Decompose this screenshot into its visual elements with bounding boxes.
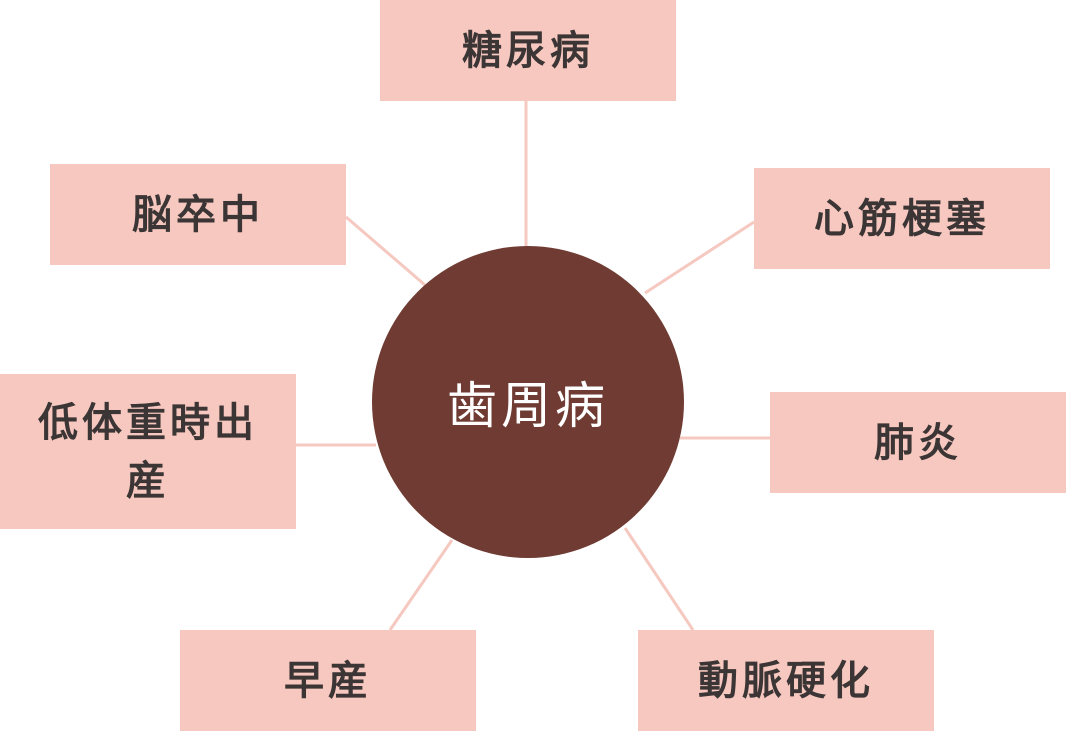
node-label: 早産 xyxy=(284,656,372,704)
node-label: 糖尿病 xyxy=(462,26,594,74)
connector-myocardial-infarction xyxy=(644,220,755,295)
node-label: 脳卒中 xyxy=(132,190,264,238)
connector-arteriosclerosis xyxy=(623,527,695,631)
center-node-periodontal-disease: 歯周病 xyxy=(372,246,684,558)
node-label: 心筋梗塞 xyxy=(814,194,990,242)
node-diabetes: 糖尿病 xyxy=(380,0,676,101)
node-label: 動脈硬化 xyxy=(698,656,874,704)
node-label: 肺炎 xyxy=(874,418,962,466)
node-low-birth-weight: 低体重時出産 xyxy=(0,374,296,529)
node-stroke: 脳卒中 xyxy=(50,164,346,265)
node-myocardial-infarction: 心筋梗塞 xyxy=(754,168,1050,269)
connector-premature-birth xyxy=(388,539,454,631)
node-label: 低体重時出産 xyxy=(38,398,258,504)
node-arteriosclerosis: 動脈硬化 xyxy=(638,630,934,731)
node-pneumonia: 肺炎 xyxy=(770,392,1066,493)
center-label: 歯周病 xyxy=(447,377,609,435)
connector-stroke xyxy=(345,215,426,287)
node-premature-birth: 早産 xyxy=(180,630,476,731)
